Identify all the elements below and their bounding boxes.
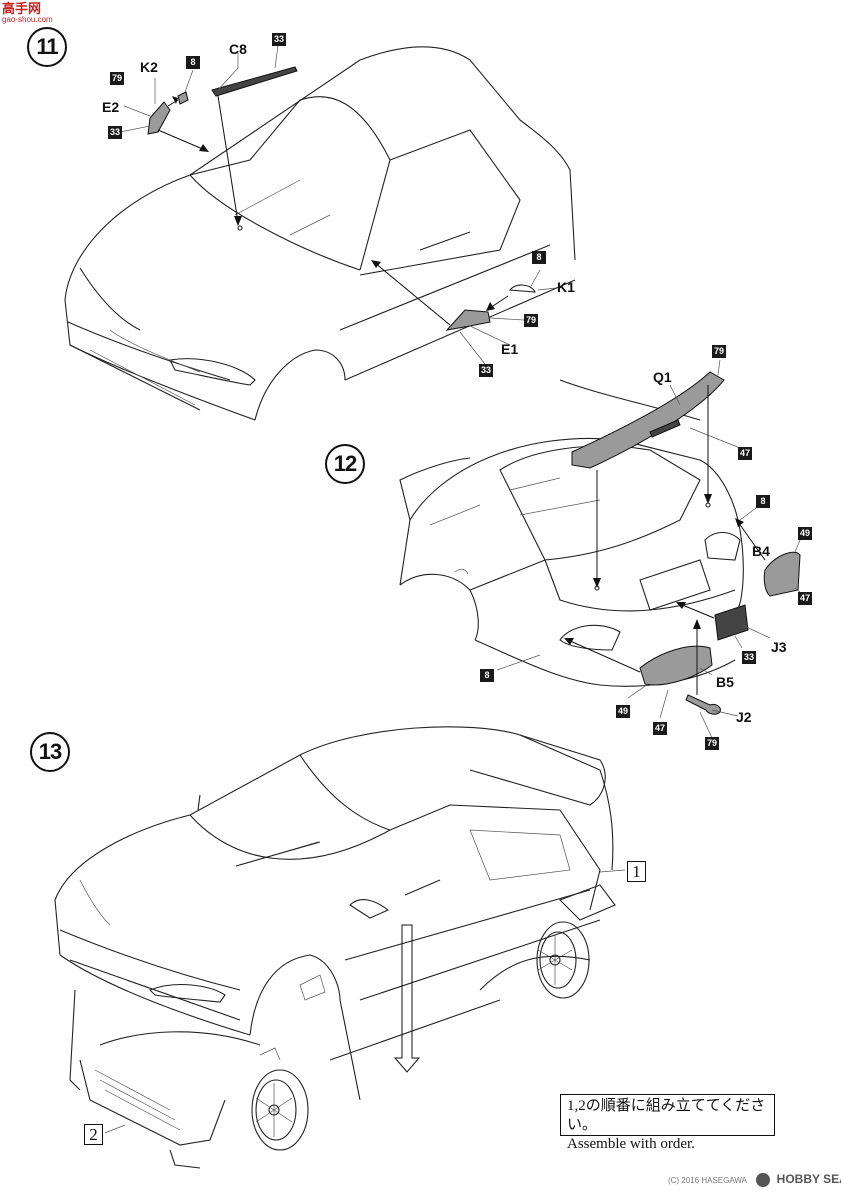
- part-label-c8: C8: [229, 41, 247, 57]
- key-j2: [685, 694, 721, 715]
- paint-badge: 49: [798, 527, 812, 540]
- part-label-b4: B4: [752, 543, 770, 559]
- sub-assembly-box-2: 2: [84, 1124, 103, 1145]
- brand-text: HOBBY SEARCH: [776, 1172, 841, 1186]
- step11-car-body: [64, 46, 576, 421]
- paint-badge: 8: [480, 669, 494, 682]
- plate-j3: [714, 604, 749, 641]
- body-down-arrow: [393, 924, 421, 1073]
- mirror-glass-k2: [177, 91, 189, 105]
- part-label-e1: E1: [501, 341, 519, 357]
- paint-badge: 49: [616, 705, 630, 718]
- paint-badge: 47: [738, 447, 752, 460]
- part-label-k1: K1: [557, 279, 575, 295]
- paint-badge: 79: [712, 345, 726, 358]
- part-label-j3: J3: [771, 639, 787, 655]
- paint-badge: 8: [756, 495, 770, 508]
- spoiler-q1: [571, 371, 725, 469]
- step-number-13: 13: [30, 732, 70, 772]
- tail-lamp-b5: [639, 645, 713, 686]
- paint-badge: 8: [186, 56, 200, 69]
- paint-badge: 79: [705, 737, 719, 750]
- hobby-search-logo-icon: [756, 1172, 771, 1187]
- footer-watermark: (C) 2016 HASEGAWA HOBBY SEARCH: [668, 1172, 841, 1187]
- sub-assembly-box-1: 1: [627, 861, 646, 882]
- spoiler-stripe: [649, 419, 681, 438]
- note-english: Assemble with order.: [567, 1136, 695, 1152]
- paint-badge: 8: [532, 251, 546, 264]
- watermark-logo: 高手网 gao-shou.com: [2, 1, 53, 24]
- paint-badge: 33: [108, 126, 122, 139]
- step12-car-body: [399, 379, 744, 687]
- paint-badge: 79: [110, 72, 124, 85]
- paint-badge: 33: [272, 33, 286, 46]
- note-japanese: 1,2の順番に組み立ててください。: [567, 1098, 766, 1133]
- step-number-12: 12: [325, 444, 365, 484]
- paint-badge: 79: [524, 314, 538, 327]
- step13-car-body: [54, 726, 616, 1169]
- part-label-j2: J2: [736, 709, 752, 725]
- assembly-order-note: 1,2の順番に組み立ててください。 Assemble with order.: [560, 1094, 775, 1152]
- step-number-11: 11: [27, 27, 67, 67]
- paint-badge: 47: [653, 722, 667, 735]
- copyright-text: (C) 2016 HASEGAWA: [668, 1176, 747, 1185]
- part-label-b5: B5: [716, 674, 734, 690]
- mirror-glass-k1: [508, 284, 536, 293]
- paint-badge: 47: [798, 592, 812, 605]
- mirror-e1: [445, 309, 491, 331]
- part-label-q1: Q1: [653, 369, 672, 385]
- part-label-e2: E2: [102, 99, 120, 115]
- part-label-k2: K2: [140, 59, 158, 75]
- paint-badge: 33: [742, 651, 756, 664]
- paint-badge: 33: [479, 364, 493, 377]
- mirror-e2: [147, 101, 171, 135]
- wiper-c8: [211, 66, 298, 97]
